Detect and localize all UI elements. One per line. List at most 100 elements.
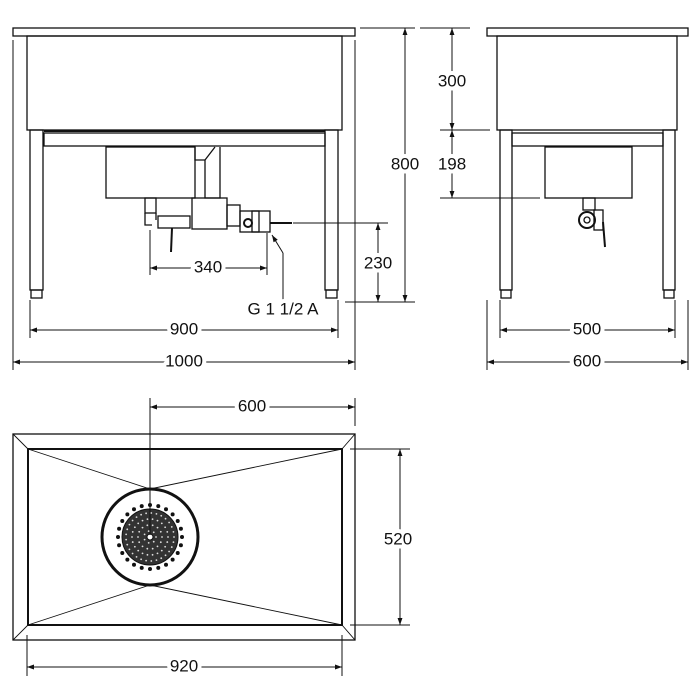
- leg-side-right: [662, 129, 676, 291]
- trap-box: [105, 146, 196, 199]
- strainer-hole: [141, 519, 144, 522]
- strainer-slot: [132, 507, 136, 512]
- strainer-slot: [170, 557, 175, 562]
- strainer-slot: [156, 504, 161, 509]
- strainer-hole: [131, 531, 134, 533]
- strainer-hole: [155, 559, 158, 562]
- strainer-hole: [164, 554, 167, 557]
- strainer-hole: [135, 555, 138, 558]
- strainer-slot: [148, 567, 152, 571]
- dim-outlet-height-label: 230: [364, 253, 392, 272]
- valve-spindle: [243, 218, 253, 228]
- dim-trap-depth-label: 198: [438, 154, 466, 173]
- strainer-hole: [151, 553, 154, 556]
- strainer-hole: [173, 536, 175, 538]
- strainer-hole: [133, 545, 136, 548]
- strainer-hole: [135, 516, 138, 519]
- strainer-hole: [172, 541, 175, 544]
- strainer-slot: [170, 512, 175, 517]
- strainer-slot: [175, 551, 180, 555]
- strainer-hole: [125, 538, 128, 541]
- dim-inner-depth-label: 520: [384, 529, 412, 548]
- strainer-hole: [131, 552, 134, 555]
- inner-basin: [27, 448, 343, 626]
- strainer-hole: [166, 531, 169, 533]
- strainer-hole: [126, 528, 129, 531]
- strainer-hole: [155, 512, 158, 515]
- worktop-front: [12, 27, 356, 37]
- strainer-hole: [152, 531, 155, 534]
- strainer-hole: [156, 552, 159, 555]
- dim-drain-offset-label: 600: [238, 396, 266, 415]
- strainer-hole: [137, 536, 139, 538]
- strainer-hole: [138, 530, 141, 533]
- strainer-slot: [156, 565, 161, 570]
- strainer-hole: [159, 541, 162, 544]
- strainer-hole: [146, 553, 149, 556]
- strainer-hole: [164, 517, 167, 520]
- strainer-slot: [125, 512, 130, 517]
- strainer-hole: [155, 536, 157, 538]
- tee-fitting: [191, 197, 228, 230]
- strainer-hole: [146, 547, 149, 550]
- strainer-hole: [150, 512, 153, 514]
- strainer-hole: [156, 545, 159, 548]
- foot-right: [325, 289, 338, 299]
- strainer-hole: [131, 541, 134, 543]
- strainer-hole: [156, 526, 159, 529]
- strainer-hole: [151, 518, 154, 521]
- strainer-slot: [175, 519, 180, 523]
- trap-box-side: [544, 146, 633, 199]
- strainer-hole: [138, 541, 141, 544]
- strainer-slot: [164, 507, 168, 512]
- strainer-hole: [151, 524, 154, 527]
- valve-side: [578, 211, 596, 229]
- strainer-hole: [128, 548, 131, 551]
- strainer-slot: [117, 526, 122, 531]
- strainer-slot: [178, 526, 183, 531]
- dim-side-leg-spacing-label: 500: [573, 319, 601, 338]
- strainer-slot: [178, 543, 183, 548]
- strainer-slot: [164, 562, 168, 567]
- side-view: 300 198 500 600: [420, 27, 689, 374]
- top-view: 600 520 920: [12, 392, 416, 679]
- strainer-hole: [147, 541, 150, 544]
- strainer-hole: [133, 526, 136, 529]
- dim-inner-width-label: 920: [170, 656, 198, 675]
- strainer-hole: [141, 552, 144, 555]
- strainer-slot: [116, 535, 120, 539]
- strainer-hole: [147, 530, 150, 533]
- strainer-hole: [150, 560, 153, 562]
- strainer-slot: [125, 557, 130, 562]
- strainer-hole: [170, 546, 173, 548]
- strainer-hole: [160, 557, 163, 560]
- strainer-hole: [160, 549, 163, 552]
- small-valve: [157, 215, 191, 229]
- basin-front: [26, 35, 343, 131]
- strainer-hole: [126, 543, 129, 546]
- thread-label: G 1 1/2 A: [248, 299, 320, 318]
- dim-width-total-label: 1000: [165, 351, 203, 370]
- strainer-hole: [145, 559, 148, 562]
- leg-side-left: [499, 129, 513, 291]
- strainer-hole: [168, 521, 171, 524]
- leg-right: [324, 129, 339, 291]
- strainer-hole: [131, 536, 133, 538]
- front-view: 800 230 340 G 1 1/2 A 900 1000: [12, 27, 423, 374]
- strainer-hole: [160, 522, 163, 525]
- strainer-slot: [139, 504, 144, 509]
- dim-outlet-offset-label: 340: [194, 257, 222, 276]
- strainer-hole: [131, 519, 134, 522]
- strainer-hole: [137, 522, 140, 525]
- strainer-hole: [141, 545, 144, 548]
- basin-side: [496, 35, 678, 131]
- strainer-hole: [167, 536, 169, 538]
- outer-rim: [12, 433, 356, 641]
- strainer-hole: [159, 530, 162, 533]
- strainer-hole: [164, 545, 167, 548]
- dim-leg-spacing-label: 900: [170, 319, 198, 338]
- strainer-slot: [120, 519, 125, 523]
- strainer-hole: [151, 547, 154, 550]
- strainer-slot: [132, 562, 136, 567]
